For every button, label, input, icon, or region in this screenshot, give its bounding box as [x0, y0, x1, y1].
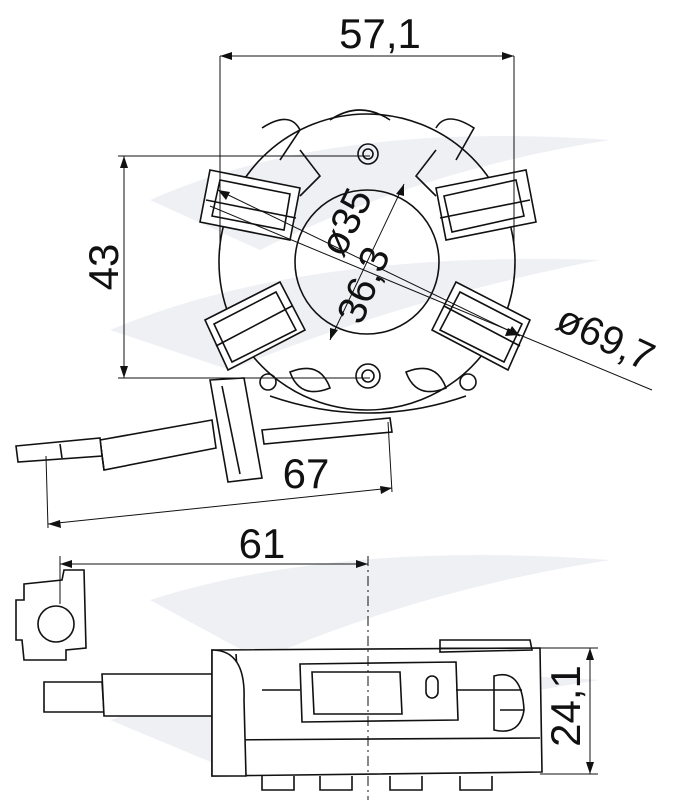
brush-box-upper-right [435, 169, 537, 241]
dim-side-length-label: 61 [239, 520, 286, 567]
mount-hole-top [357, 143, 379, 165]
dim-67: 67 [45, 421, 393, 529]
brush-box-lower-left [203, 280, 307, 372]
top-view [15, 109, 537, 483]
brush-box-lower-right [430, 280, 532, 372]
dim-outer-diameter-label: ø69,7 [550, 297, 661, 380]
lead-wire [15, 377, 393, 483]
dim-61: 61 [59, 520, 368, 604]
dim-24-1: 24,1 [440, 647, 598, 775]
mount-hole-bottom [355, 363, 381, 389]
side-view [15, 556, 543, 800]
dim-57-1: 57,1 [219, 10, 515, 250]
dim-lead-length-label: 67 [283, 450, 330, 497]
terminal-hole [37, 605, 75, 643]
dim-43: 43 [80, 155, 370, 379]
dim-height-left-label: 43 [80, 244, 127, 291]
dim-width-top-label: 57,1 [339, 10, 421, 57]
dim-side-height-label: 24,1 [542, 665, 589, 747]
